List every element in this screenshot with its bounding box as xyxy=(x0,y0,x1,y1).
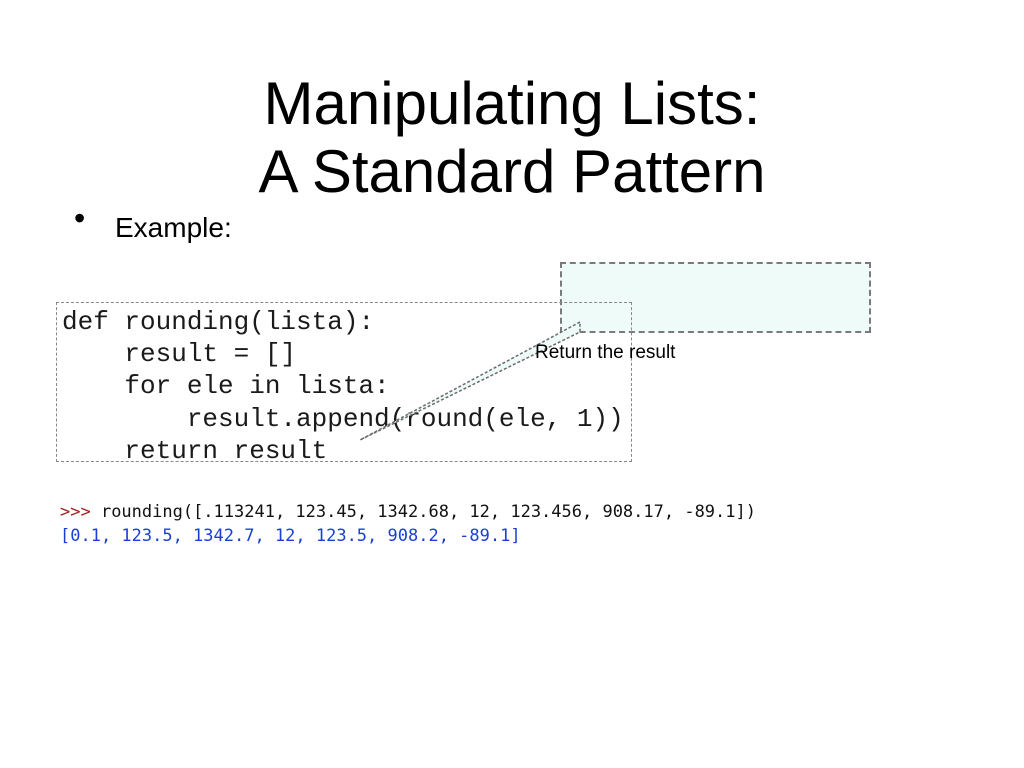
code-block: def rounding(lista): result = [] for ele… xyxy=(62,306,624,467)
shell-command: rounding([.113241, 123.45, 1342.68, 12, … xyxy=(90,502,756,522)
shell-session: >>> rounding([.113241, 123.45, 1342.68, … xyxy=(60,500,756,548)
slide-title-line-1: Manipulating Lists: xyxy=(263,70,761,138)
callout-box xyxy=(560,262,871,333)
bullet-icon: • xyxy=(74,200,86,236)
code-line: result = [] xyxy=(62,339,297,370)
callout-text: Return the result xyxy=(535,342,676,363)
code-line: result.append(round(ele, 1)) xyxy=(62,403,624,434)
shell-prompt: >>> xyxy=(60,502,91,522)
slide-title-line-2: A Standard Pattern xyxy=(258,138,766,206)
shell-input-line: >>> rounding([.113241, 123.45, 1342.68, … xyxy=(60,500,756,524)
code-line: for ele in lista: xyxy=(62,371,390,402)
code-line: return result xyxy=(62,435,328,466)
example-label: Example: xyxy=(115,212,232,243)
code-line: def rounding(lista): xyxy=(62,307,375,337)
code-box xyxy=(56,302,632,462)
shell-output: [0.1, 123.5, 1342.7, 12, 123.5, 908.2, -… xyxy=(60,526,521,546)
slide-title: Manipulating Lists: A Standard Pattern xyxy=(0,70,1024,206)
